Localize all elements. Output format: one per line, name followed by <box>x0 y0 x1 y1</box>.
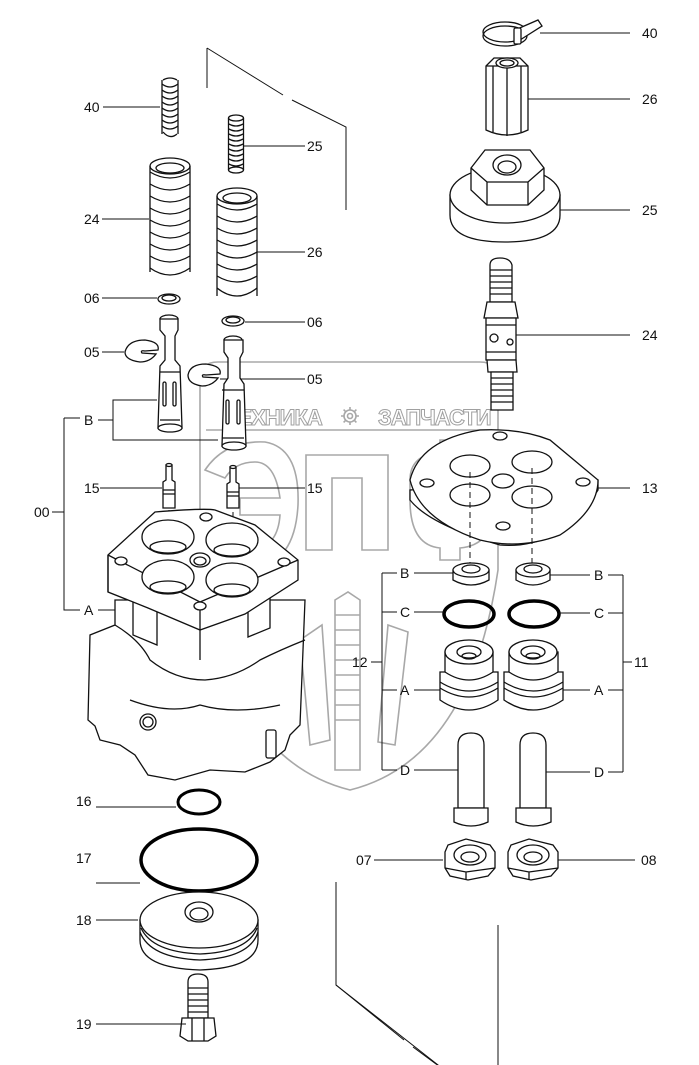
callout-08: 08 <box>641 852 657 868</box>
callout-15-right: 15 <box>307 480 323 496</box>
callout-26: 26 <box>642 91 658 107</box>
callout-12: 12 <box>352 654 368 670</box>
callout-A-casing: A <box>84 602 94 618</box>
part-19-bolt <box>179 973 217 1042</box>
part-03-spring <box>216 187 258 297</box>
callout-11-B: B <box>594 567 603 583</box>
part-11-a-plunger-body <box>503 639 564 711</box>
callout-11-D: D <box>594 764 604 780</box>
callout-07: 07 <box>356 852 372 868</box>
part-16-o-ring-small <box>176 788 222 816</box>
part-05-retainer-right <box>187 363 221 387</box>
callout-19: 19 <box>76 1016 92 1032</box>
part-24-universal-joint <box>483 257 519 411</box>
watermark-wheat <box>299 591 409 771</box>
part-07-nut <box>444 838 496 881</box>
callout-12-A: A <box>400 682 410 698</box>
callout-18: 18 <box>76 912 92 928</box>
callout-05-left: 05 <box>84 344 100 360</box>
callout-13: 13 <box>642 480 658 496</box>
callout-12-D: D <box>400 762 410 778</box>
callout-01: 25 <box>307 138 323 154</box>
part-17-o-ring-large <box>139 827 259 893</box>
watermark-text-right: ЗАПЧАСТИ <box>378 405 491 430</box>
part-12-d-pin <box>453 732 489 827</box>
part-00-valve-casing <box>87 508 306 781</box>
callout-B-casing: B <box>84 412 93 428</box>
watermark-letter-p <box>305 454 389 551</box>
part-01-spring <box>227 114 245 174</box>
callout-17: 17 <box>76 850 92 866</box>
part-18-plug <box>139 891 259 971</box>
part-plunger-right <box>221 335 247 451</box>
part-12-c-o-ring <box>442 599 496 629</box>
part-08-nut <box>507 838 559 881</box>
callout-12-B: B <box>400 565 409 581</box>
part-11-c-o-ring <box>507 599 561 629</box>
part-12-b-seat <box>452 562 490 586</box>
part-02-spring <box>161 77 179 138</box>
callout-05-right: 05 <box>307 371 323 387</box>
gear-icon <box>341 407 359 425</box>
callout-24: 24 <box>642 327 658 343</box>
part-26-coupling-nut <box>485 57 529 136</box>
part-plunger-left <box>157 314 183 433</box>
callout-06-left: 06 <box>84 290 100 306</box>
part-11-b-seat <box>515 562 551 586</box>
callout-12-C: C <box>400 604 410 620</box>
part-05-retainer-left <box>124 339 159 363</box>
part-11-d-pin <box>515 732 552 827</box>
part-04-spring <box>149 157 191 276</box>
callout-00: 00 <box>34 504 50 520</box>
part-13-plate <box>409 429 599 547</box>
part-06-washer-right <box>221 315 245 327</box>
callout-16: 16 <box>76 793 92 809</box>
part-25-flanged-nut <box>449 149 561 243</box>
callout-15-left: 15 <box>84 480 100 496</box>
part-06-washer-left <box>157 293 181 305</box>
part-40-clamp <box>482 19 543 47</box>
callout-06-right: 06 <box>307 314 323 330</box>
callout-25: 25 <box>642 202 658 218</box>
callout-03: 26 <box>307 244 323 260</box>
callout-02: 40 <box>84 99 100 115</box>
callout-04: 24 <box>84 211 100 227</box>
part-15-pin-right <box>226 464 240 509</box>
callout-40: 40 <box>642 25 658 41</box>
callout-11-A: A <box>594 682 604 698</box>
callout-11: 11 <box>634 654 649 670</box>
part-15-pin-left <box>162 462 176 509</box>
callout-11-C: C <box>594 605 604 621</box>
part-12-a-plunger-body <box>439 639 499 711</box>
